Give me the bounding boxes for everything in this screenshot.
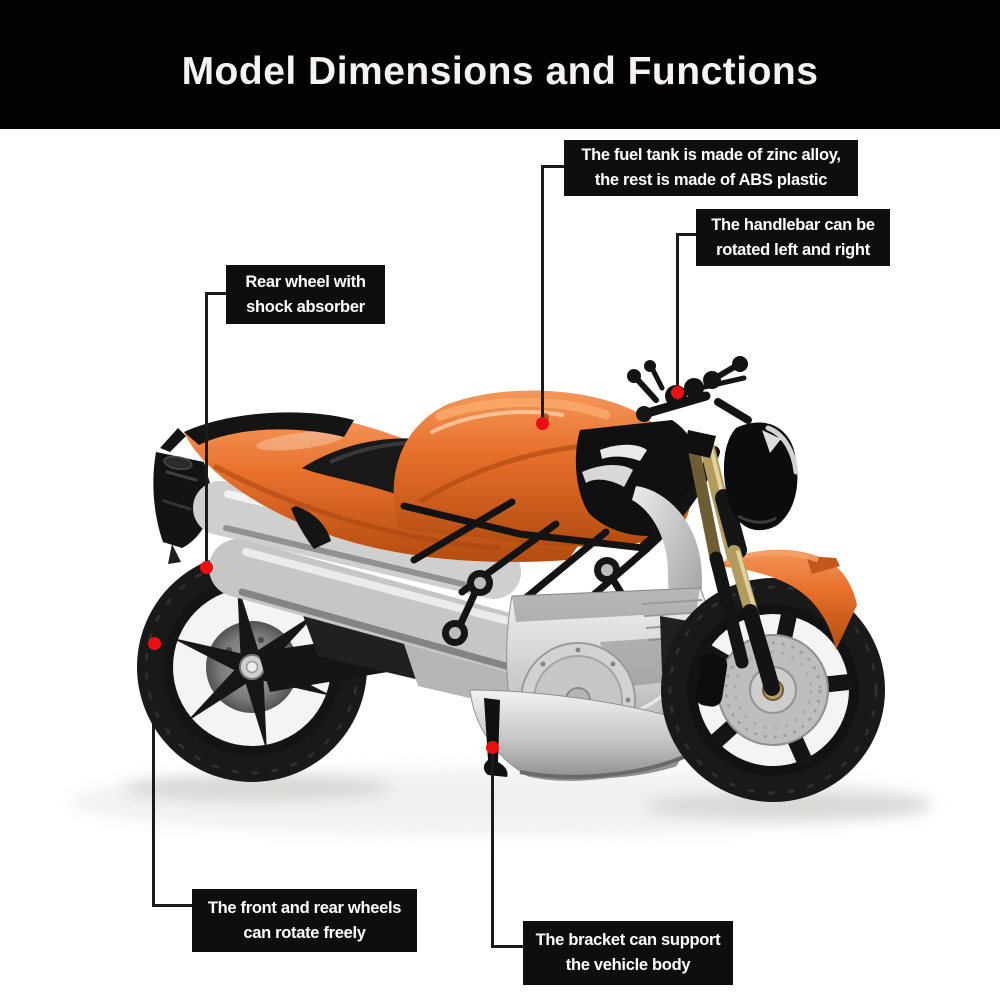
callout-text: rotated left and right <box>716 240 870 259</box>
callout-dot-rear-wheel <box>200 561 213 574</box>
callout-text: The handlebar can be <box>711 215 875 234</box>
handlebar <box>627 356 752 458</box>
callout-label-bracket: The bracket can support the vehicle body <box>523 921 733 985</box>
callout-label-wheels-rotate: The front and rear wheels can rotate fre… <box>192 889 417 952</box>
callout-label-rear-wheel: Rear wheel with shock absorber <box>226 265 385 324</box>
passenger-peg <box>291 506 331 549</box>
callout-line-bracket <box>491 747 494 948</box>
callout-text: the rest is made of ABS plastic <box>594 171 828 189</box>
callout-dot-handlebar <box>671 386 684 399</box>
callout-line-wheels-rotate <box>152 643 155 907</box>
headlight <box>723 422 799 531</box>
callout-text: shock absorber <box>246 297 365 316</box>
front-fork <box>688 434 780 696</box>
page-title: Model Dimensions and Functions <box>181 49 819 93</box>
callout-dot-bracket <box>486 741 499 754</box>
callout-text: The front and rear wheels <box>207 898 402 917</box>
callout-label-fuel-tank: The fuel tank is made of zinc alloy, the… <box>564 140 858 196</box>
callout-text: the vehicle body <box>565 956 691 974</box>
callout-text: Rear wheel with <box>245 272 366 291</box>
callout-text: can rotate freely <box>243 923 366 942</box>
callout-line-rear-wheel <box>205 292 226 295</box>
callout-text: The fuel tank is made of zinc alloy, <box>581 146 841 164</box>
callout-line-wheels-rotate <box>152 904 192 907</box>
callout-line-handlebar <box>676 233 696 236</box>
kickstand <box>483 698 508 777</box>
callout-line-rear-wheel <box>205 292 208 567</box>
callout-text: The bracket can support <box>535 931 721 949</box>
title-banner: Model Dimensions and Functions <box>0 0 1000 129</box>
engine <box>469 587 742 781</box>
callout-line-handlebar <box>676 233 679 392</box>
callout-line-fuel-tank <box>541 165 564 168</box>
callout-dot-fuel-tank <box>536 417 549 430</box>
frame-bolts <box>442 557 620 646</box>
callout-dot-wheels-rotate <box>148 637 161 650</box>
callout-label-handlebar: The handlebar can be rotated left and ri… <box>696 209 890 266</box>
callout-line-bracket <box>491 945 523 948</box>
callout-line-fuel-tank <box>541 165 544 423</box>
